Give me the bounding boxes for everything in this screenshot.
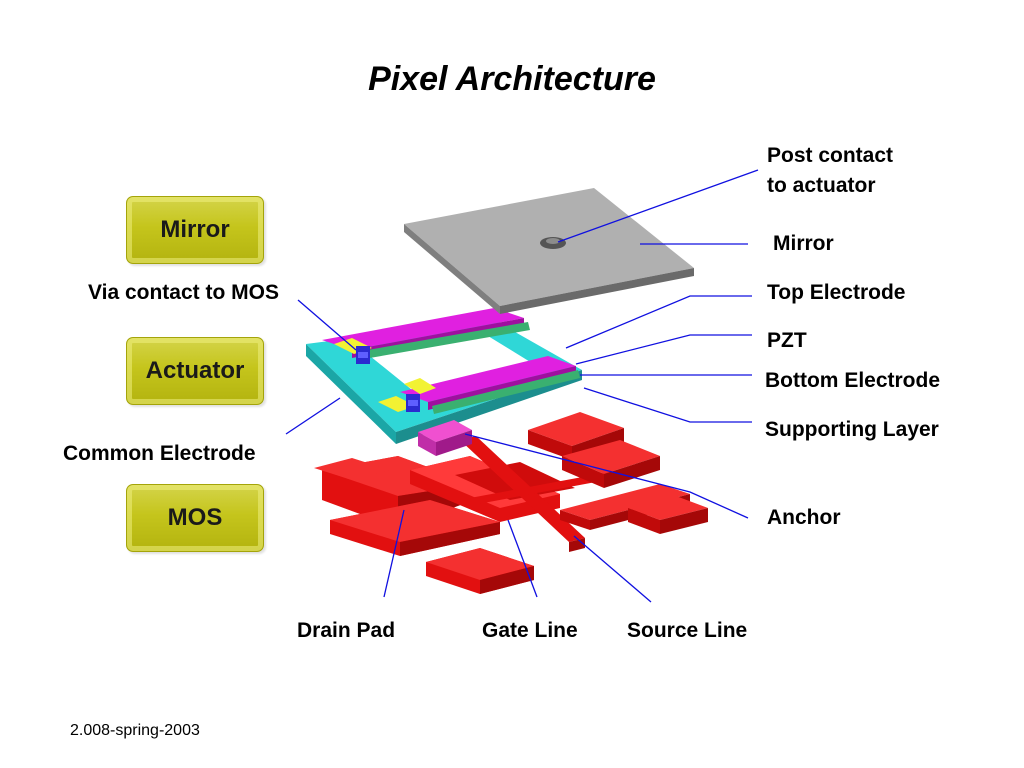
supporting-layer-label: Supporting Layer xyxy=(765,418,939,441)
post-contact-label-line2: to actuator xyxy=(767,174,876,197)
page-title: Pixel Architecture xyxy=(368,60,656,98)
anchor-label: Anchor xyxy=(767,506,841,529)
gate-line-label: Gate Line xyxy=(482,619,578,642)
bottom-electrode-label: Bottom Electrode xyxy=(765,369,941,392)
actuator-layer-badge: Actuator xyxy=(126,337,264,405)
mos-layer-badge: MOS xyxy=(126,484,264,552)
drain-pad-label: Drain Pad xyxy=(297,619,396,642)
leader-lines xyxy=(285,169,759,603)
via-contact-label: Via contact to MOS xyxy=(88,281,279,304)
common-electrode-label: Common Electrode xyxy=(63,442,256,465)
pzt-label: PZT xyxy=(767,329,807,352)
mos-layer-structure xyxy=(314,412,708,594)
actuator-layer-structure xyxy=(306,308,582,456)
mirror-label: Mirror xyxy=(773,232,834,255)
source-line-label: Source Line xyxy=(627,619,748,642)
mirror-layer-badge: Mirror xyxy=(126,196,264,264)
post-contact-label-line1: Post contact xyxy=(767,144,894,167)
top-electrode-label: Top Electrode xyxy=(767,281,906,304)
footer-course-code: 2.008-spring-2003 xyxy=(70,722,200,739)
mirror-plate xyxy=(404,188,694,314)
